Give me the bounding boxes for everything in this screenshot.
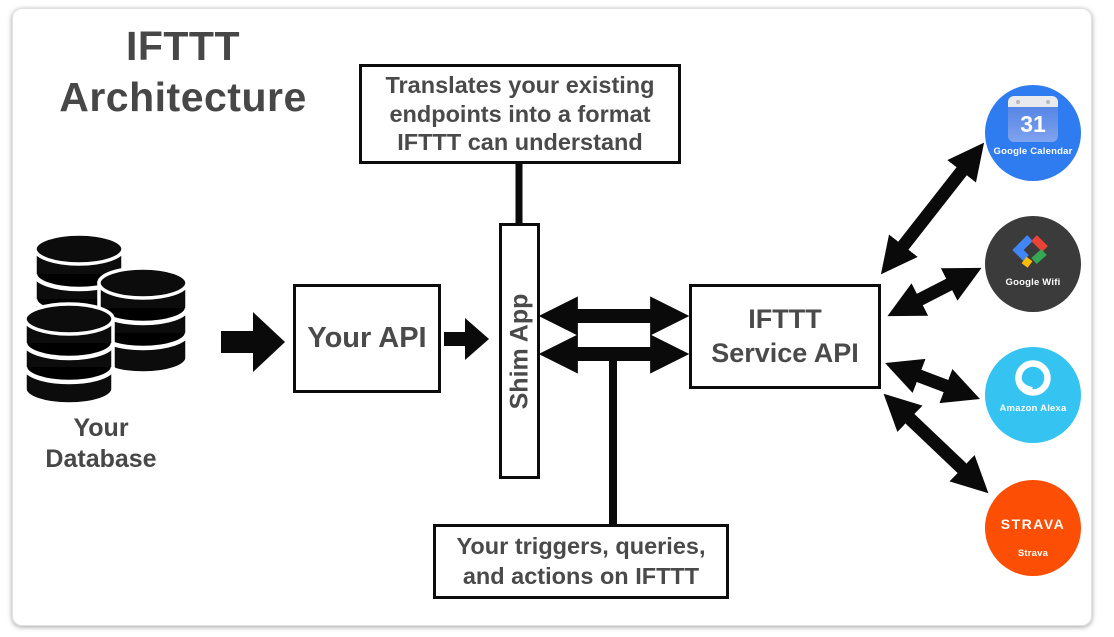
google-wifi-label: Google Wifi bbox=[1005, 277, 1061, 288]
service-strava: STRAVA Strava bbox=[985, 480, 1081, 576]
coin-stack-front bbox=[22, 302, 116, 406]
database-label-line1: Your bbox=[73, 414, 129, 442]
shim-app-label: Shim App bbox=[505, 293, 533, 409]
page-title-line1: IFTTT bbox=[125, 23, 241, 69]
annotation-top-line1: Translates your existing bbox=[385, 72, 655, 99]
annotation-top-line3: IFTTT can understand bbox=[397, 129, 643, 156]
strava-label: Strava bbox=[1017, 548, 1049, 559]
service-google-wifi: Google Wifi bbox=[985, 216, 1081, 312]
connector-arrows bbox=[221, 142, 989, 526]
database-icon bbox=[17, 225, 190, 412]
ifttt-service-api-label: IFTTT Service API bbox=[711, 303, 859, 371]
annotation-top-line2: endpoints into a format bbox=[389, 100, 651, 127]
strava-wordmark: STRAVA bbox=[1000, 516, 1066, 532]
ifttt-service-api-box: IFTTT Service API bbox=[689, 284, 881, 389]
arrow-service-calendar bbox=[880, 142, 985, 275]
page-title: IFTTT Architecture bbox=[33, 21, 333, 124]
database-label-line2: Database bbox=[45, 445, 157, 474]
your-api-label: Your API bbox=[307, 322, 427, 354]
arrow-service-alexa bbox=[885, 358, 980, 404]
amazon-alexa-label: Amazon Alexa bbox=[999, 403, 1067, 414]
annotation-bottom-line1: Your triggers, queries, bbox=[456, 533, 706, 560]
annotation-bottom: Your triggers, queries, and actions on I… bbox=[433, 524, 729, 599]
arrow-service-strava bbox=[883, 393, 989, 494]
page-title-line2: Architecture bbox=[59, 74, 307, 121]
arrow-service-wifi bbox=[887, 267, 982, 317]
annotation-top: Translates your existing endpoints into … bbox=[359, 64, 681, 164]
service-google-calendar: 31 Google Calendar bbox=[985, 85, 1081, 181]
slide-canvas: IFTTT Architecture Translates your exist… bbox=[12, 8, 1092, 626]
database-label: Your Database bbox=[13, 413, 189, 476]
annotation-bottom-line2: and actions on IFTTT bbox=[462, 562, 700, 589]
google-calendar-label: Google Calendar bbox=[993, 146, 1073, 157]
calendar-day-number: 31 bbox=[1020, 111, 1046, 137]
google-wifi-icon bbox=[1012, 235, 1048, 268]
shim-app-box: Shim App bbox=[499, 223, 540, 479]
service-api-line2: Service API bbox=[711, 337, 859, 368]
amazon-alexa-icon bbox=[1015, 360, 1051, 396]
arrow-api-to-shim bbox=[444, 318, 489, 360]
your-api-box: Your API bbox=[293, 284, 441, 393]
service-api-line1: IFTTT bbox=[748, 303, 822, 334]
google-calendar-icon: 31 bbox=[1008, 96, 1058, 142]
service-amazon-alexa: Amazon Alexa bbox=[985, 347, 1081, 443]
arrow-database-to-api bbox=[221, 312, 285, 372]
